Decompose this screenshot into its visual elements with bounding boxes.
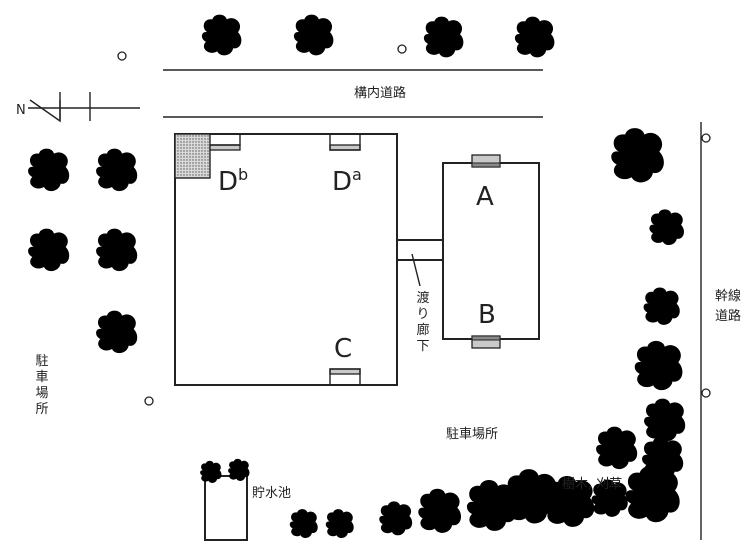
svg-text:車: 車 — [35, 370, 48, 385]
post-marker — [144, 396, 154, 406]
tree-icon — [96, 148, 138, 192]
tree-icon — [201, 14, 242, 56]
svg-text:下: 下 — [416, 339, 429, 354]
premises-road-label: 構内道路 — [354, 85, 406, 101]
tree-icon — [293, 14, 334, 56]
tree-icon — [96, 228, 138, 272]
tree-icon — [28, 228, 70, 272]
label-Da: Da — [332, 165, 362, 197]
svg-text:所: 所 — [35, 402, 48, 417]
tree-icon — [28, 148, 70, 192]
corridor-leader-line — [411, 253, 421, 287]
tree-icon — [325, 509, 354, 538]
label-C: C — [334, 334, 352, 364]
label-B: B — [478, 300, 496, 330]
tree-icon — [644, 398, 686, 442]
door-C — [329, 368, 361, 385]
tree-icon — [96, 310, 138, 354]
label-A: A — [476, 182, 494, 212]
tree-icon — [379, 501, 413, 536]
post-marker — [701, 133, 711, 143]
arterial-road-label-top: 幹線 — [715, 288, 741, 304]
tree-icon — [514, 16, 555, 58]
trees-grass-label-overlay: 樹木, 刈草 — [562, 477, 622, 492]
annex-building — [442, 162, 540, 340]
svg-text:廊: 廊 — [416, 322, 429, 338]
door-Db — [209, 133, 241, 151]
parking-left-label: 駐 車 場 所 — [35, 354, 48, 417]
hatched-area — [174, 133, 211, 179]
post-marker — [701, 388, 711, 398]
connecting-corridor — [396, 239, 444, 261]
post-marker — [117, 51, 127, 61]
tree-icon — [418, 488, 462, 533]
north-label: N — [16, 103, 26, 118]
svg-text:り: り — [416, 307, 429, 322]
corridor-label: 渡 り 廊 下 — [416, 290, 429, 354]
tree-icon — [596, 426, 638, 470]
tree-icon — [634, 340, 683, 391]
reservoir — [204, 475, 248, 541]
main-building — [174, 133, 398, 386]
north-arrow-icon: N — [16, 92, 140, 123]
post-marker — [397, 44, 407, 54]
tree-icon — [625, 466, 680, 523]
svg-text:渡: 渡 — [416, 290, 429, 306]
parking-label: 駐車場所 — [446, 427, 498, 442]
tree-icon — [643, 287, 680, 325]
door-Da — [329, 134, 361, 151]
arterial-road-label-bottom: 道路 — [715, 308, 741, 324]
svg-text:駐: 駐 — [35, 354, 48, 369]
tree-icon — [423, 16, 464, 58]
tree-icon — [611, 128, 664, 183]
svg-text:場: 場 — [35, 386, 48, 401]
tree-icon — [289, 509, 318, 538]
reservoir-label: 貯水池 — [252, 486, 291, 501]
label-Db: Db — [218, 165, 248, 197]
tree-icon — [649, 209, 684, 246]
